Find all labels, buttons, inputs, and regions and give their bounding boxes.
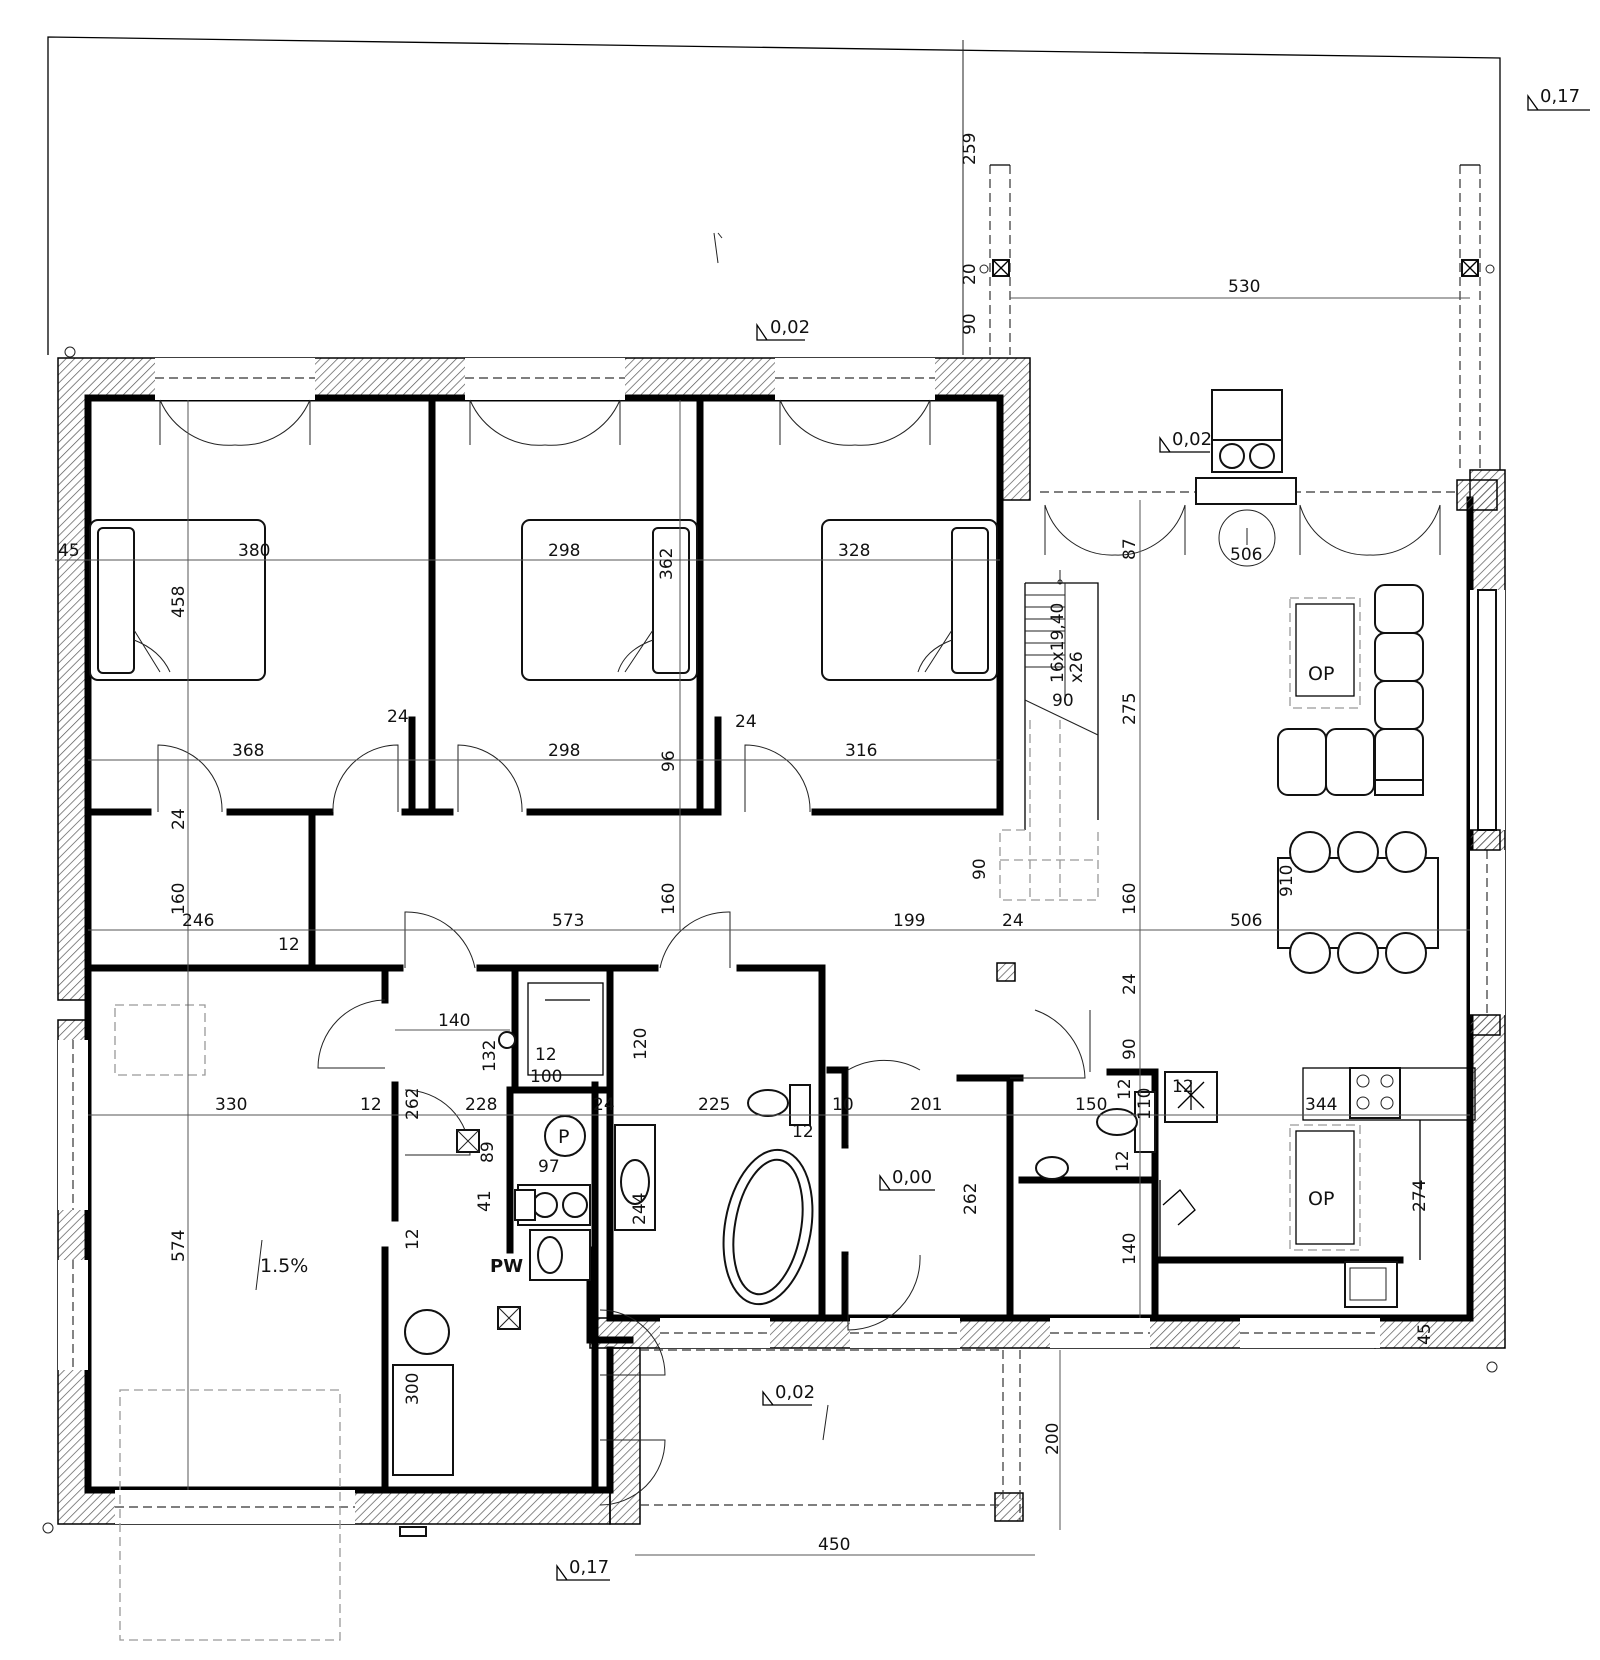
stair-spec-2: x26 — [1067, 651, 1087, 683]
dimension-lines — [55, 297, 1470, 1556]
dim-160a: 160 — [169, 883, 189, 915]
level-ne-corner: 0,17 — [1540, 86, 1580, 107]
dim-89: 89 — [478, 1141, 498, 1163]
dim-132: 132 — [480, 1040, 500, 1072]
dim-140a: 140 — [438, 1011, 470, 1031]
boiler-label: P — [558, 1126, 569, 1148]
level-terrace-north: 0,02 — [770, 317, 810, 338]
dim-298b: 298 — [548, 741, 580, 761]
dim-506b: 506 — [1230, 911, 1262, 931]
stair-spec-1: 16x19,40 — [1048, 603, 1068, 683]
pergola-posts — [979, 164, 1495, 470]
dim-87: 87 — [1120, 538, 1140, 560]
interior-walls — [84, 396, 1501, 1522]
dim-12b: 12 — [535, 1045, 557, 1065]
dim-530: 530 — [1228, 277, 1260, 297]
staircase — [999, 570, 1099, 901]
level-interior: 0,00 — [892, 1167, 932, 1188]
dim-100: 100 — [530, 1067, 562, 1087]
dim-12g: 12 — [403, 1228, 423, 1250]
dim-262a: 262 — [403, 1088, 423, 1120]
dim-120: 120 — [631, 1028, 651, 1060]
level-markers — [42, 93, 1590, 1581]
kitchen-cabinet-label: OP — [1308, 1188, 1334, 1210]
dim-24d: 24 — [1002, 911, 1024, 931]
dim-110: 110 — [1135, 1088, 1155, 1120]
dim-910: 910 — [1277, 865, 1297, 897]
dim-12d: 12 — [1115, 1078, 1135, 1100]
dim-274: 274 — [1410, 1180, 1430, 1212]
dim-12e: 12 — [792, 1122, 814, 1142]
dim-160b: 160 — [659, 883, 679, 915]
dim-259: 259 — [960, 133, 980, 165]
dim-200: 200 — [1043, 1423, 1063, 1455]
dim-225: 225 — [698, 1095, 730, 1115]
dim-24a: 24 — [387, 707, 409, 727]
dim-24e: 24 — [1120, 973, 1140, 995]
dim-12a: 12 — [278, 935, 300, 955]
dim-450: 450 — [818, 1535, 850, 1555]
dim-45a: 45 — [58, 541, 80, 561]
level-entry-north: 0,02 — [1172, 429, 1212, 450]
dim-344: 344 — [1305, 1095, 1337, 1115]
doors — [157, 399, 1441, 1506]
dim-458: 458 — [169, 586, 189, 618]
dim-328: 328 — [838, 541, 870, 561]
dim-380: 380 — [238, 541, 270, 561]
dim-10: 10 — [832, 1095, 854, 1115]
dim-246: 246 — [182, 911, 214, 931]
dim-90d: 90 — [1120, 1038, 1140, 1060]
dim-12c: 12 — [360, 1095, 382, 1115]
dim-573: 573 — [552, 911, 584, 931]
dim-201: 201 — [910, 1095, 942, 1115]
guest-wc-label: PW — [490, 1256, 523, 1277]
dim-228: 228 — [465, 1095, 497, 1115]
dim-150: 150 — [1075, 1095, 1107, 1115]
site-outline — [47, 36, 1501, 470]
dim-45b: 45 — [1415, 1323, 1435, 1345]
level-garage-entry: 0,17 — [569, 1557, 609, 1578]
garage-slope-label: 1.5% — [260, 1255, 308, 1277]
living-cabinet-label: OP — [1308, 663, 1334, 685]
dim-24f: 24 — [593, 1095, 615, 1115]
dim-20: 20 — [960, 263, 980, 285]
dim-368: 368 — [232, 741, 264, 761]
level-porch-south: 0,02 — [775, 1382, 815, 1403]
dim-300: 300 — [403, 1373, 423, 1405]
stair-width: 90 — [1052, 691, 1074, 711]
dim-275: 275 — [1120, 693, 1140, 725]
dim-574: 574 — [169, 1230, 189, 1262]
dim-24b: 24 — [735, 712, 757, 732]
dim-244: 244 — [630, 1193, 650, 1225]
dim-316: 316 — [845, 741, 877, 761]
dim-262b: 262 — [961, 1183, 981, 1215]
dim-12f: 12 — [1113, 1150, 1133, 1172]
furniture — [89, 389, 1476, 1641]
dim-506a: 506 — [1230, 545, 1262, 565]
utility-grate-label: 12 — [1172, 1077, 1194, 1097]
dim-90a: 90 — [960, 313, 980, 335]
windows — [58, 358, 1505, 1524]
dim-199: 199 — [893, 911, 925, 931]
dim-41: 41 — [475, 1190, 495, 1212]
dim-24c: 24 — [169, 808, 189, 830]
dimensions: 259 20 90 530 45 380 458 298 362 328 87 … — [58, 133, 1435, 1555]
dim-140b: 140 — [1120, 1233, 1140, 1265]
dim-160c: 160 — [1120, 883, 1140, 915]
dim-96: 96 — [659, 750, 679, 772]
dim-90b: 90 — [970, 858, 990, 880]
dim-330: 330 — [215, 1095, 247, 1115]
dim-362: 362 — [657, 548, 677, 580]
dim-298a: 298 — [548, 541, 580, 561]
dim-97: 97 — [538, 1157, 560, 1177]
